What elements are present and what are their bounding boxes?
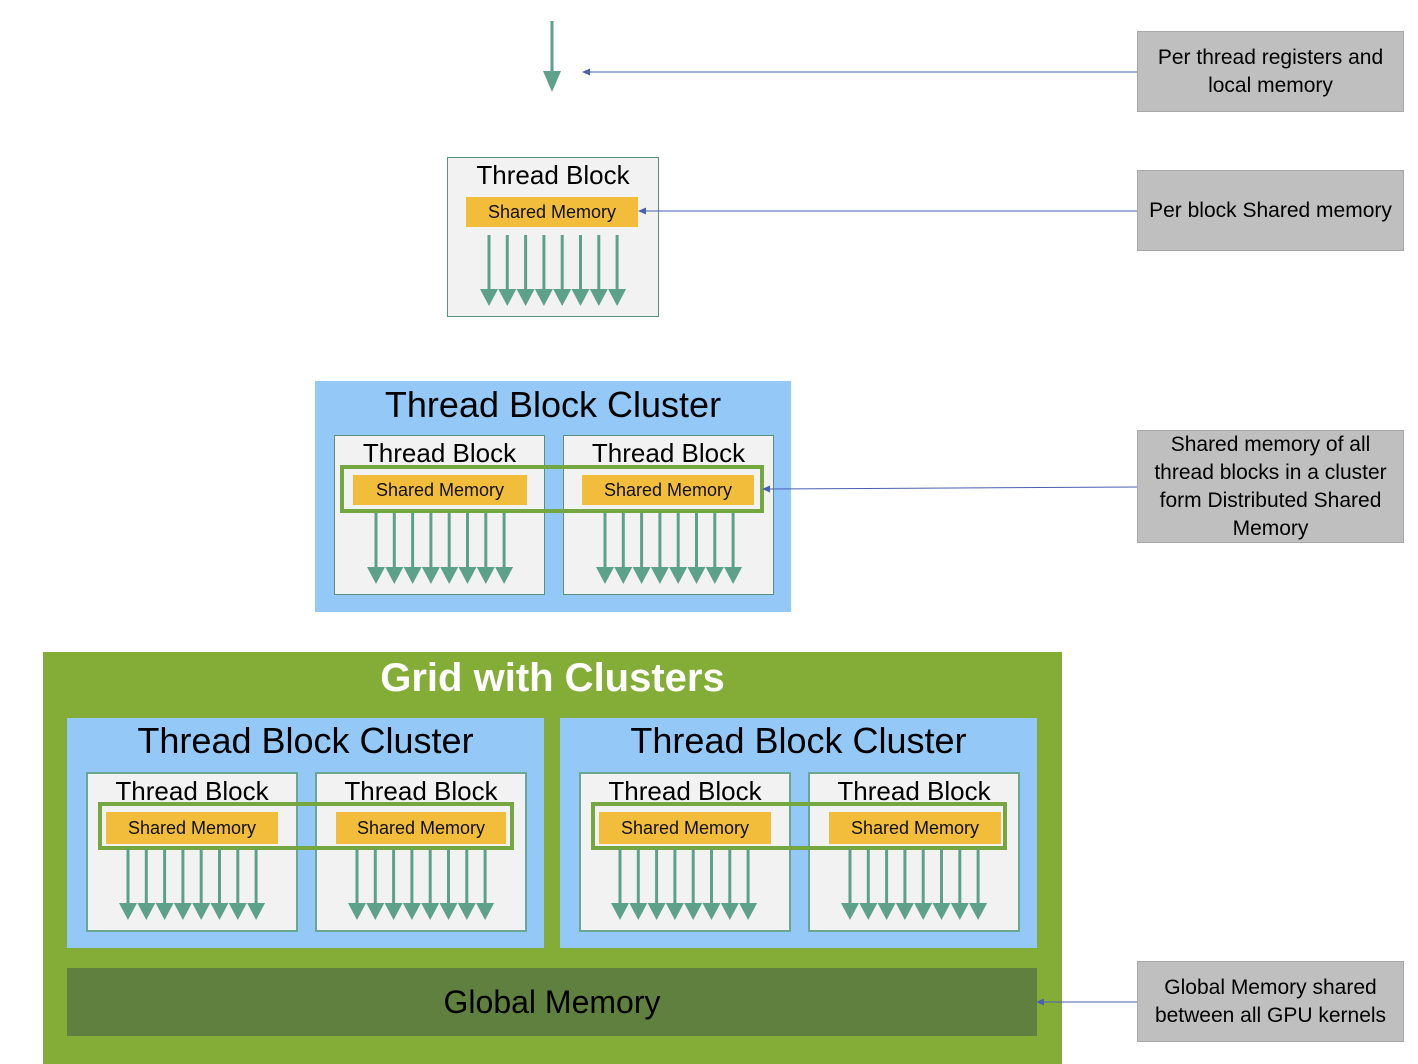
thread-arrow: [480, 235, 498, 306]
thread-arrow: [498, 235, 517, 306]
thread-arrow: [629, 849, 648, 920]
thread-arrow: [247, 849, 266, 920]
thread-block-title: Thread Block: [115, 776, 269, 806]
thread-arrow: [739, 849, 758, 920]
thread-arrow: [458, 513, 477, 584]
thread-arrow: [724, 513, 743, 584]
thread-arrow: [950, 849, 969, 920]
thread-arrow: [596, 513, 614, 584]
thread-arrow: [476, 849, 495, 920]
thread-arrow: [611, 849, 629, 920]
thread-arrow: [192, 849, 211, 920]
connector-arrow: [638, 207, 1137, 215]
thread-arrow: [119, 849, 137, 920]
thread-arrow: [421, 849, 440, 920]
thread-arrow: [553, 235, 572, 306]
shared-memory: Shared Memory: [353, 475, 527, 505]
thread-arrow: [932, 849, 951, 920]
thread-arrow: [543, 21, 561, 92]
thread-arrow: [403, 513, 422, 584]
thread-arrow: [228, 849, 247, 920]
thread-arrow: [366, 849, 385, 920]
shared-memory: Shared Memory: [829, 812, 1001, 844]
shared-memory: Shared Memory: [336, 812, 506, 844]
thread-arrow: [348, 849, 366, 920]
thread-arrow: [895, 849, 914, 920]
thread-block: Thread Block Shared Memory: [579, 772, 791, 932]
thread-arrow: [385, 513, 404, 584]
thread-block-title: Thread Block: [591, 438, 746, 468]
thread-arrow: [720, 849, 739, 920]
note-block-shared: Per block Shared memory: [1137, 170, 1404, 251]
thread-arrow: [665, 849, 684, 920]
thread-block-title: Thread Block: [362, 438, 517, 468]
thread-arrow: [684, 849, 703, 920]
connector-arrow: [1036, 998, 1137, 1006]
thread-arrow: [650, 513, 669, 584]
thread-block-title: Thread Block: [837, 776, 991, 806]
shared-memory: Shared Memory: [582, 475, 754, 505]
shared-memory: Shared Memory: [466, 197, 638, 227]
grid-title: Grid with Clusters: [380, 656, 725, 700]
thread-arrow: [384, 849, 403, 920]
thread-arrow: [173, 849, 192, 920]
global-memory: Global Memory: [67, 968, 1037, 1036]
thread-arrow: [969, 849, 988, 920]
thread-block-title: Thread Block: [344, 776, 498, 806]
thread-block-title: Thread Block: [608, 776, 762, 806]
thread-arrow: [495, 513, 514, 584]
thread-arrow: [608, 235, 627, 306]
distributed-shared-memory-frame: [98, 802, 514, 850]
thread-arrow: [702, 849, 721, 920]
thread-arrow: [476, 513, 495, 584]
thread-arrow: [534, 235, 553, 306]
thread-arrow: [687, 513, 706, 584]
cluster-title: Thread Block Cluster: [137, 720, 474, 761]
thread-arrow: [440, 513, 459, 584]
note-global: Global Memory shared between all GPU ker…: [1137, 961, 1404, 1042]
distributed-shared-memory-frame: [591, 802, 1007, 850]
thread-arrow: [859, 849, 878, 920]
note-registers: Per thread registers and local memory: [1137, 31, 1404, 112]
thread-arrow: [647, 849, 666, 920]
thread-arrow: [589, 235, 608, 306]
thread-arrow: [516, 235, 535, 306]
thread-arrow: [614, 513, 633, 584]
connector-arrow: [762, 485, 1138, 493]
thread-arrow: [421, 513, 440, 584]
thread-arrow: [367, 513, 385, 584]
thread-arrow: [402, 849, 421, 920]
thread-block: Thread Block Shared Memory: [447, 157, 659, 317]
connector-arrow: [582, 68, 1137, 76]
thread-arrow: [841, 849, 859, 920]
shared-memory: Shared Memory: [106, 812, 278, 844]
note-distributed-shared: Shared memory of all thread blocks in a …: [1137, 430, 1404, 543]
thread-arrow: [669, 513, 688, 584]
thread-arrow: [137, 849, 156, 920]
thread-arrow: [571, 235, 590, 306]
cluster-title: Thread Block Cluster: [630, 720, 967, 761]
thread-arrow: [457, 849, 476, 920]
thread-arrow: [632, 513, 651, 584]
thread-arrow: [705, 513, 724, 584]
thread-block-title: Thread Block: [476, 160, 630, 190]
thread-arrow: [210, 849, 229, 920]
cluster-title: Thread Block Cluster: [384, 384, 722, 425]
shared-memory: Shared Memory: [599, 812, 771, 844]
thread-arrow: [914, 849, 933, 920]
thread-arrow: [877, 849, 896, 920]
thread-arrow: [155, 849, 174, 920]
thread-arrow: [439, 849, 458, 920]
